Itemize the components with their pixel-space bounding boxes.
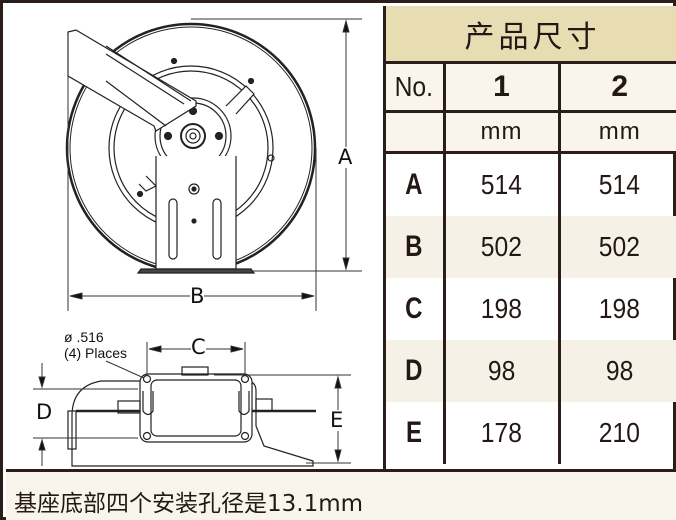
row-value-model-2: 198 — [599, 293, 641, 324]
hole-count-text: (4) Places — [64, 345, 128, 361]
row-value-model-1: 514 — [444, 152, 561, 216]
table-row-e: E 178 210 — [386, 402, 676, 464]
row-value-model-1: 198 — [444, 278, 561, 340]
footer-note: 基座底部四个安装孔径是13.1mm — [6, 469, 676, 520]
row-key: D — [386, 340, 446, 402]
row-value-model-2: 98 — [559, 340, 676, 402]
hose-reel-front-view — [33, 18, 362, 467]
hole-diameter-text: ø .516 — [64, 329, 104, 345]
table-row-b: B 502 502 — [386, 216, 676, 278]
row-value-model-2: 514 — [599, 169, 641, 200]
dimension-b-label: B — [190, 284, 205, 308]
table-unit-row: mm mm — [386, 111, 676, 154]
dimension-table-container: 产品尺寸 No. 1 2 mm mm A 514 514 B 502 502 — [383, 6, 676, 469]
technical-drawing: A B C D E ø .516 (4) Places — [6, 6, 383, 469]
header-model-1: 1 — [444, 62, 561, 113]
mounting-hole-note: ø .516 (4) Places — [64, 329, 127, 361]
header-no-label: No. — [386, 62, 446, 113]
unit-model-2: mm — [559, 111, 676, 154]
dimension-a-label: A — [338, 145, 353, 169]
table-title-row: 产品尺寸 — [386, 6, 676, 64]
row-value-model-2: 502 — [559, 216, 676, 278]
unit-model-1: mm — [444, 111, 561, 154]
dimension-d-label: D — [36, 400, 53, 424]
dimension-table: 产品尺寸 No. 1 2 mm mm A 514 514 B 502 502 — [386, 6, 676, 464]
row-key: C — [386, 278, 446, 340]
row-value-model-2: 210 — [599, 417, 641, 448]
unit-empty-cell — [386, 111, 446, 154]
table-row-d: D 98 98 — [386, 340, 676, 402]
row-value-model-1: 178 — [444, 402, 561, 464]
table-title: 产品尺寸 — [386, 6, 676, 64]
row-key: B — [386, 216, 446, 278]
header-model-2: 2 — [559, 62, 676, 113]
table-row-a: A 514 514 — [386, 152, 676, 216]
row-key: E — [386, 402, 446, 464]
table-header-row: No. 1 2 — [386, 62, 676, 113]
row-value-model-1: 502 — [444, 216, 561, 278]
dimension-e-label: E — [330, 408, 344, 432]
row-value-model-1: 98 — [444, 340, 561, 402]
row-key: A — [386, 152, 446, 216]
table-row-c: C 198 198 — [386, 278, 676, 340]
dimension-c-label: C — [191, 335, 206, 359]
